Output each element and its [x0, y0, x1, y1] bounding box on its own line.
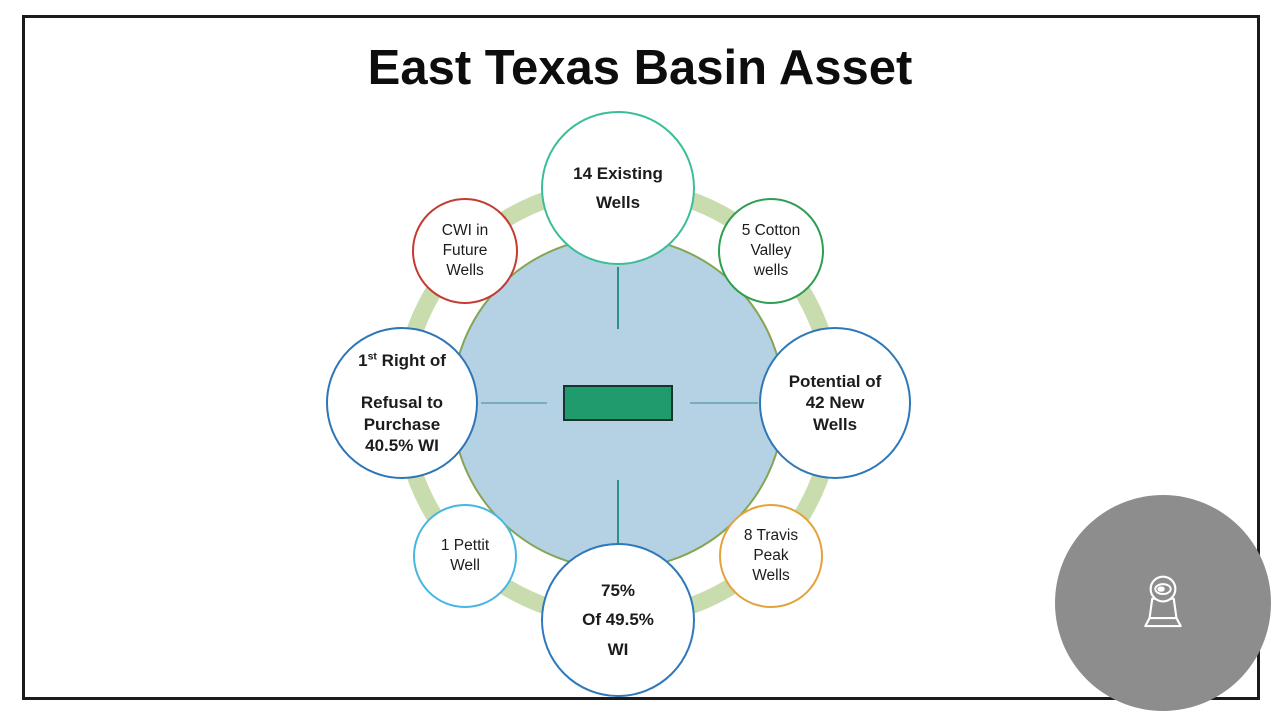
node-label: CWI in Future Wells — [441, 222, 489, 279]
node-label-rest: Refusal to Purchase 40.5% WI — [360, 393, 444, 455]
node-75pct-of-49-5pct-wi: 75% Of 49.5% WI — [541, 543, 695, 697]
node-1-pettit-well: 1 Pettit Well — [413, 504, 517, 608]
webcam-icon — [1144, 575, 1182, 628]
node-label: 8 Travis Peak Wells — [743, 527, 799, 584]
center-rectangle — [563, 385, 673, 421]
node-5-cotton-valley-wells: 5 Cotton Valley wells — [718, 198, 824, 304]
node-8-travis-peak-wells: 8 Travis Peak Wells — [719, 504, 823, 608]
spoke-line-left — [481, 402, 547, 404]
spoke-line-right — [690, 402, 758, 404]
node-cwi-in-future-wells: CWI in Future Wells — [412, 198, 518, 304]
node-label: 1 Pettit Well — [440, 537, 490, 574]
node-first-right-of-refusal: 1st Right of Refusal to Purchase 40.5% W… — [326, 327, 478, 479]
node-label: 14 Existing Wells — [573, 163, 663, 212]
webcam-overlay[interactable] — [1055, 495, 1271, 711]
node-label-line1: 1st Right of — [358, 350, 446, 371]
node-label: Potential of 42 New Wells — [788, 372, 882, 434]
node-14-existing-wells: 14 Existing Wells — [541, 111, 695, 265]
slide-title: East Texas Basin Asset — [367, 41, 913, 95]
node-label: 75% Of 49.5% WI — [582, 581, 654, 659]
spoke-line-top — [617, 267, 619, 329]
node-potential-42-new-wells: Potential of 42 New Wells — [759, 327, 911, 479]
spoke-line-bottom — [617, 480, 619, 544]
node-label: 5 Cotton Valley wells — [741, 222, 801, 279]
node-label: 1st Right of Refusal to Purchase 40.5% W… — [352, 329, 452, 477]
